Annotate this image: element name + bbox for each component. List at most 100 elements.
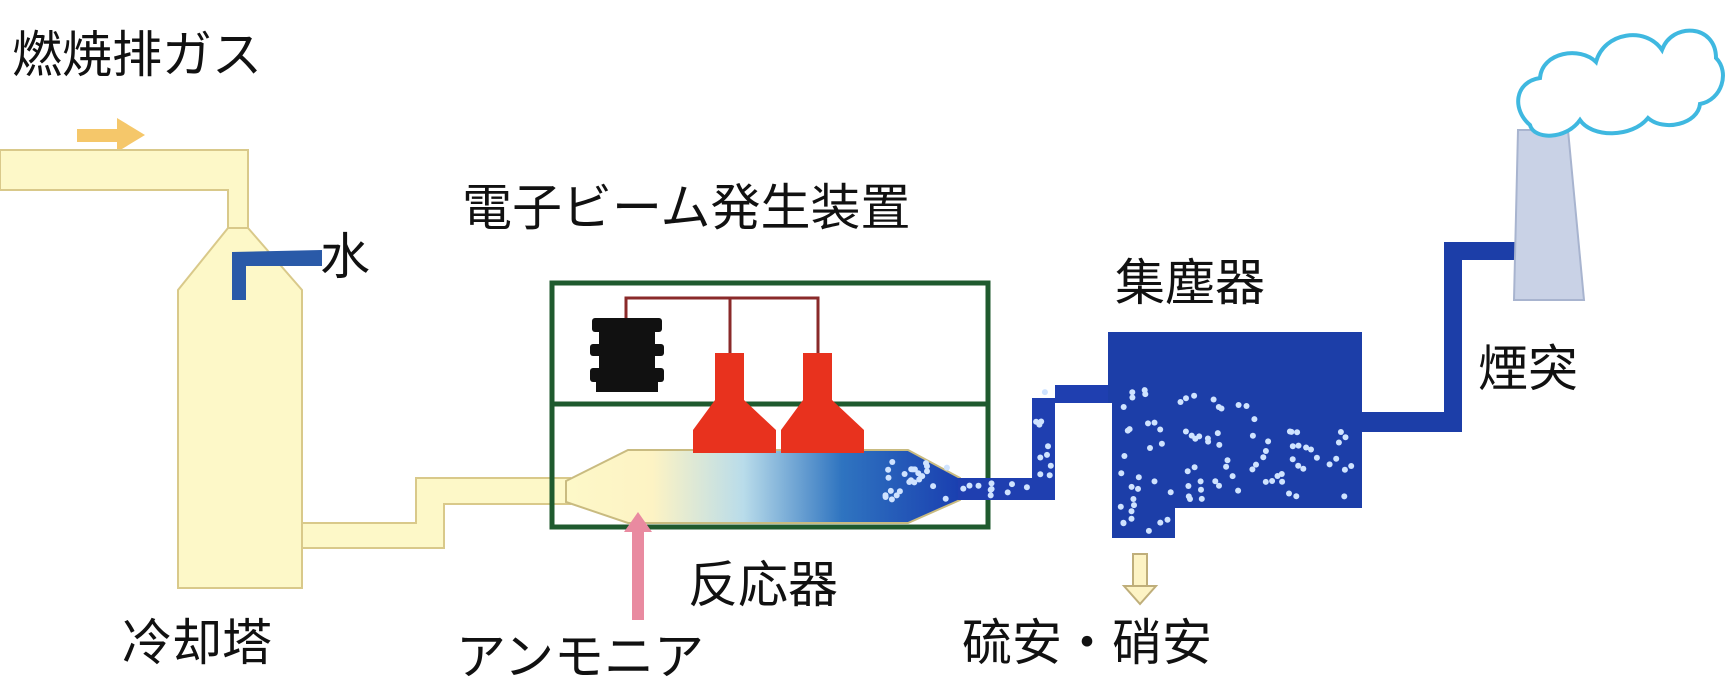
particle-dot <box>1164 516 1171 523</box>
particle-dot <box>1047 462 1054 469</box>
particle-dot <box>943 464 950 471</box>
particle-dot <box>1198 486 1204 493</box>
smoke-cloud-icon <box>1516 28 1725 138</box>
particle-dot <box>1300 465 1307 472</box>
particle-dot <box>1308 446 1314 453</box>
particle-dot <box>1037 471 1044 478</box>
particle-dot <box>882 494 889 500</box>
particle-dot <box>1348 463 1355 469</box>
cooling-tower-label: 冷却塔 <box>122 614 272 672</box>
particle-dot <box>1177 399 1184 405</box>
particle-dot <box>1288 428 1295 435</box>
transformer-icon <box>590 318 664 392</box>
particle-dot <box>1289 456 1296 463</box>
particle-dot <box>1210 396 1217 403</box>
particle-dot <box>1235 487 1242 494</box>
reactor-outlet-pipe <box>958 385 1112 500</box>
particle-dot <box>942 495 949 502</box>
particle-dot <box>1191 392 1198 399</box>
particle-dot <box>887 487 894 494</box>
particle-dot <box>1223 463 1230 470</box>
particle-dot <box>1128 515 1135 522</box>
particle-dot <box>1293 493 1300 500</box>
ammonia-inlet-arrow <box>624 512 652 620</box>
particle-dot <box>919 473 926 480</box>
particle-dot <box>975 482 982 489</box>
particle-dot <box>1045 443 1051 450</box>
particles <box>882 387 1355 534</box>
electron-beam-generator-frame <box>549 280 991 530</box>
particle-dot <box>1224 457 1231 464</box>
particle-dot <box>924 463 930 470</box>
particle-dot <box>896 488 903 495</box>
particle-dot <box>1279 478 1286 485</box>
particle-dot <box>966 482 973 489</box>
byproduct-label: 硫安・硝安 <box>962 614 1212 672</box>
particle-dot <box>1117 503 1124 510</box>
particle-dot <box>1131 502 1137 509</box>
power-wiring <box>624 296 820 355</box>
water-label: 水 <box>320 228 370 286</box>
particle-dot <box>1303 444 1310 451</box>
particle-dot <box>1333 455 1340 462</box>
particle-dot <box>1216 482 1222 489</box>
particle-dot <box>1294 429 1301 436</box>
particle-dot <box>1214 430 1221 437</box>
particle-dot <box>1216 441 1223 448</box>
particle-dot <box>1289 443 1296 450</box>
particle-dot <box>1121 453 1128 459</box>
particle-dot <box>1326 461 1333 468</box>
reactor-label: 反応器 <box>688 556 838 614</box>
particle-dot <box>1342 434 1349 441</box>
particle-dot <box>1229 473 1236 480</box>
chimney-label: 煙突 <box>1478 340 1578 398</box>
particle-dot <box>906 479 913 485</box>
particle-dot <box>1135 485 1141 492</box>
particle-dot <box>1187 496 1193 502</box>
particle-dot <box>1191 464 1198 471</box>
cooling-tower <box>177 227 303 589</box>
particle-dot <box>893 492 900 499</box>
particle-dot <box>1033 418 1040 425</box>
particle-dot <box>1260 454 1267 461</box>
particle-dot <box>1167 489 1174 496</box>
particle-dot <box>987 492 994 499</box>
particle-dot <box>885 466 892 473</box>
particle-dot <box>1157 426 1164 433</box>
particle-dot <box>1118 470 1125 477</box>
particle-dot <box>909 466 916 473</box>
particle-dot <box>1145 527 1152 534</box>
particle-dot <box>1197 478 1204 485</box>
chimney <box>1512 129 1586 301</box>
particle-dot <box>1295 462 1302 469</box>
particle-dot <box>1249 432 1256 439</box>
particle-dot <box>1184 468 1191 475</box>
particle-dot <box>1044 451 1050 458</box>
particle-dot <box>1004 489 1011 496</box>
particle-dot <box>1205 438 1212 445</box>
particle-dot <box>1286 490 1292 497</box>
ammonia-label: アンモニア <box>456 628 704 686</box>
particle-dot <box>924 468 930 475</box>
particle-dot <box>1145 420 1151 427</box>
particle-dot <box>1009 481 1015 488</box>
particle-dot <box>1341 493 1348 500</box>
particle-dot <box>901 471 908 477</box>
particle-dot <box>1192 435 1199 442</box>
particle-dot <box>1128 483 1135 490</box>
particle-dot <box>988 486 995 492</box>
particle-dot <box>960 485 967 492</box>
particle-dot <box>1218 405 1225 412</box>
particle-dot <box>1278 471 1285 477</box>
dust-collector-label: 集塵器 <box>1115 254 1265 312</box>
particle-dot <box>1335 439 1342 446</box>
particle-dot <box>1183 395 1189 402</box>
particle-dot <box>988 480 995 487</box>
particle-dot <box>1124 427 1131 434</box>
particle-dot <box>1249 466 1256 473</box>
reactor-vessel <box>565 449 961 524</box>
particle-dot <box>1341 466 1348 473</box>
particle-dot <box>1141 387 1148 394</box>
particle-dot <box>1120 404 1127 410</box>
